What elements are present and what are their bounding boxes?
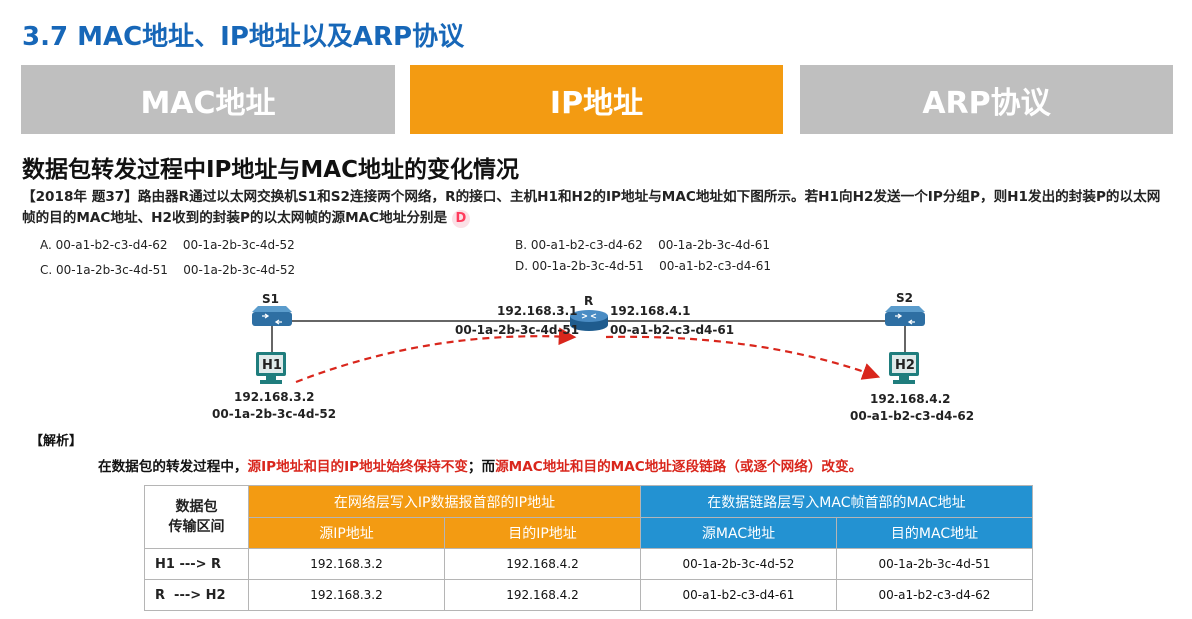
option-value: 00-1a-2b-3c-4d-52 — [182, 238, 295, 252]
address-table: 数据包 传输区间 在网络层写入IP数据报首部的IP地址 在数据链路层写入MAC帧… — [144, 485, 1033, 611]
table-cell: 00-1a-2b-3c-4d-52 — [640, 548, 837, 580]
analysis-highlight-ip: 源IP地址和目的IP地址始终保持不变 — [247, 459, 468, 475]
host-h1-label: H1 — [262, 358, 282, 373]
router-left-ip: 192.168.3.1 — [497, 304, 578, 318]
option-letter: A. — [40, 238, 52, 252]
option-c: C. 00-1a-2b-3c-4d-51 00-1a-2b-3c-4d-52 — [40, 263, 295, 277]
router-right-mac: 00-a1-b2-c3-d4-61 — [610, 323, 735, 337]
col-header-dst-mac: 目的MAC地址 — [836, 517, 1033, 549]
option-b: B. 00-a1-b2-c3-d4-62 00-1a-2b-3c-4d-61 — [515, 238, 770, 252]
table-row: H1 ---> R 192.168.3.2 192.168.4.2 00-1a-… — [144, 548, 1033, 580]
router-icon — [570, 310, 608, 331]
page-title: 3.7 MAC地址、IP地址以及ARP协议 — [22, 22, 465, 52]
table-corner-header: 数据包 传输区间 — [144, 485, 249, 549]
option-letter: B. — [515, 238, 528, 252]
corner-line-1: 数据包 — [175, 499, 218, 515]
section-subtitle: 数据包转发过程中IP地址与MAC地址的变化情况 — [22, 157, 519, 183]
tab-mac-address[interactable]: MAC地址 — [21, 65, 395, 134]
option-value: 00-1a-2b-3c-4d-51 — [531, 259, 644, 273]
tab-arp-protocol[interactable]: ARP协议 — [800, 65, 1173, 134]
switch-s1-icon — [252, 306, 292, 326]
host-h1-icon — [256, 352, 286, 384]
router-label: R — [584, 294, 594, 308]
col-header-src-mac: 源MAC地址 — [640, 517, 837, 549]
option-value: 00-a1-b2-c3-d4-62 — [55, 238, 168, 252]
option-value: 00-1a-2b-3c-4d-52 — [183, 263, 296, 277]
host-h1-mac: 00-1a-2b-3c-4d-52 — [212, 407, 337, 421]
option-letter: D. — [515, 259, 529, 273]
table-cell: 00-1a-2b-3c-4d-51 — [836, 548, 1033, 580]
table-row: R ---> H2 192.168.3.2 192.168.4.2 00-a1-… — [144, 579, 1033, 611]
group-header-ip: 在网络层写入IP数据报首部的IP地址 — [248, 485, 641, 518]
table-cell: 192.168.3.2 — [248, 548, 445, 580]
corner-line-2: 传输区间 — [168, 519, 225, 535]
row-label: R ---> H2 — [144, 579, 249, 611]
host-h2-mac: 00-a1-b2-c3-d4-62 — [850, 409, 975, 423]
router-left-mac: 00-1a-2b-3c-4d-51 — [455, 323, 580, 337]
analysis-middle: ；而 — [467, 459, 496, 475]
table-cell: 192.168.4.2 — [444, 548, 641, 580]
host-h2-ip: 192.168.4.2 — [870, 392, 951, 406]
switch-s2-icon — [885, 306, 925, 326]
path-arrow-r-to-h2 — [605, 335, 881, 380]
router-right-ip: 192.168.4.1 — [610, 304, 691, 318]
row-label: H1 ---> R — [144, 548, 249, 580]
table-cell: 192.168.3.2 — [248, 579, 445, 611]
option-value: 00-a1-b2-c3-d4-61 — [659, 259, 771, 273]
host-h2-icon — [889, 352, 919, 384]
question-body: 【2018年 题37】路由器R通过以太网交换机S1和S2连接两个网络，R的接口、… — [22, 189, 1161, 226]
option-value: 00-1a-2b-3c-4d-51 — [56, 263, 168, 277]
col-header-dst-ip: 目的IP地址 — [444, 517, 641, 549]
tab-ip-address[interactable]: IP地址 — [410, 65, 783, 134]
analysis-suffix: （或逐个网络）改变。 — [726, 459, 863, 475]
switch-s2-label: S2 — [896, 291, 913, 305]
analysis-label: 【解析】 — [30, 434, 83, 449]
path-arrow-h1-to-r — [295, 327, 577, 384]
option-d: D. 00-1a-2b-3c-4d-51 00-a1-b2-c3-d4-61 — [515, 259, 771, 273]
answer-badge: D — [451, 210, 470, 228]
switch-s1-label: S1 — [262, 292, 279, 306]
analysis-prefix: 在数据包的转发过程中， — [98, 459, 248, 475]
host-h2-label: H2 — [895, 358, 915, 373]
option-value: 00-1a-2b-3c-4d-61 — [658, 238, 770, 252]
analysis-text: 在数据包的转发过程中，源IP地址和目的IP地址始终保持不变；而源MAC地址和目的… — [98, 455, 862, 475]
host-h1-ip: 192.168.3.2 — [234, 390, 315, 404]
analysis-highlight-mac: 源MAC地址和目的MAC地址逐段链路 — [495, 459, 727, 475]
table-cell: 00-a1-b2-c3-d4-62 — [836, 579, 1033, 611]
option-letter: C. — [40, 263, 53, 277]
group-header-mac: 在数据链路层写入MAC帧首部的MAC地址 — [640, 485, 1033, 518]
option-a: A. 00-a1-b2-c3-d4-62 00-1a-2b-3c-4d-52 — [40, 238, 295, 252]
table-cell: 192.168.4.2 — [444, 579, 641, 611]
question-text: 【2018年 题37】路由器R通过以太网交换机S1和S2连接两个网络，R的接口、… — [22, 187, 1172, 229]
col-header-src-ip: 源IP地址 — [248, 517, 445, 549]
option-value: 00-a1-b2-c3-d4-62 — [530, 238, 643, 252]
table-cell: 00-a1-b2-c3-d4-61 — [640, 579, 837, 611]
